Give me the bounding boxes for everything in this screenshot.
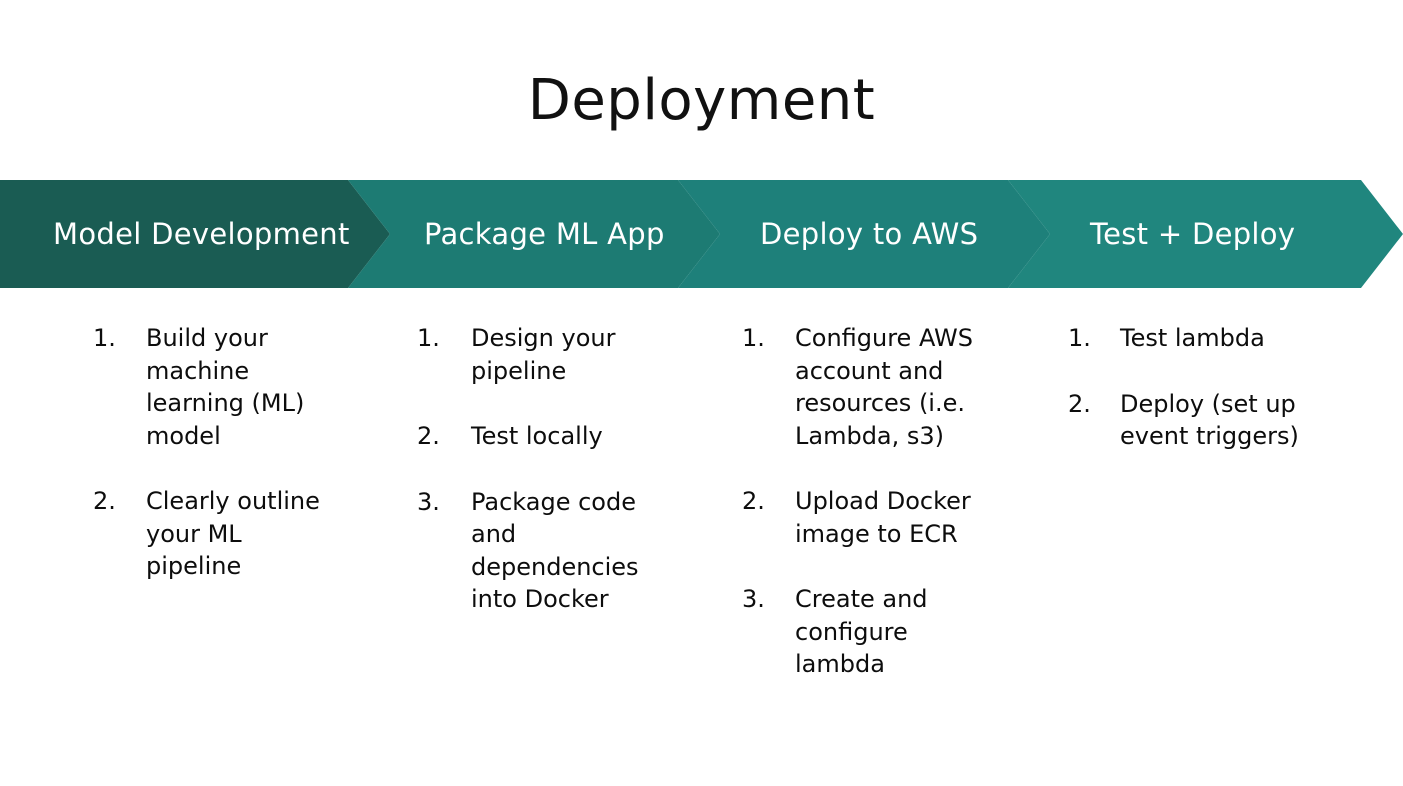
- list-item-text: Build your machine learning (ML) model: [146, 324, 305, 450]
- process-band: Model Development Package ML App Deploy …: [0, 180, 1403, 288]
- list-item-number: 1.: [93, 324, 116, 352]
- list-item: 1. Design your pipeline: [417, 322, 697, 387]
- list-item-text: Package code and dependencies into Docke…: [471, 487, 639, 614]
- step-columns: 1. Build your machine learning (ML) mode…: [0, 322, 1403, 762]
- list-item-text: Create and configure lambda: [795, 585, 928, 678]
- list-item-text: Deploy (set up event triggers): [1120, 389, 1299, 451]
- process-step-1-label: Model Development: [53, 217, 350, 251]
- process-step-3-label: Deploy to AWS: [760, 217, 979, 251]
- process-step-2[interactable]: Package ML App: [348, 180, 720, 288]
- list-item: 3. Package code and dependencies into Do…: [417, 486, 697, 616]
- list-item-text: Design your pipeline: [471, 324, 616, 385]
- step-column-deploy-to-aws: 1. Configure AWS account and resources (…: [742, 322, 1022, 714]
- list-item-text: Test locally: [471, 422, 603, 450]
- process-step-3[interactable]: Deploy to AWS: [678, 180, 1050, 288]
- process-step-4[interactable]: Test + Deploy: [1008, 180, 1403, 288]
- list-item-number: 1.: [1068, 324, 1091, 352]
- list-item: 3. Create and configure lambda: [742, 583, 1022, 681]
- list-item-text: Test lambda: [1120, 324, 1265, 352]
- process-step-1[interactable]: Model Development: [0, 180, 390, 288]
- list-item-number: 2.: [93, 487, 116, 515]
- list-item-text: Upload Docker image to ECR: [795, 487, 971, 548]
- step-column-model-development: 1. Build your machine learning (ML) mode…: [93, 322, 393, 616]
- list-item-number: 2.: [742, 487, 765, 515]
- list-item-text: Clearly outline your ML pipeline: [146, 487, 320, 580]
- page-title: Deployment: [527, 68, 876, 133]
- list-item: 1. Configure AWS account and resources (…: [742, 322, 1022, 452]
- list-item-number: 3.: [742, 585, 765, 613]
- list-item: 2. Clearly outline your ML pipeline: [93, 485, 393, 583]
- list-item-number: 3.: [417, 487, 440, 516]
- process-step-2-label: Package ML App: [424, 217, 665, 251]
- process-step-4-label: Test + Deploy: [1090, 217, 1296, 251]
- list-item-number: 2.: [1068, 389, 1091, 418]
- step-column-test-deploy: 1. Test lambda 2. Deploy (set up event t…: [1068, 322, 1368, 486]
- list-item: 2. Upload Docker image to ECR: [742, 485, 1022, 550]
- list-item: 1. Build your machine learning (ML) mode…: [93, 322, 393, 452]
- step-column-package-ml-app: 1. Design your pipeline 2. Test locally …: [417, 322, 697, 649]
- list-item-text: Configure AWS account and resources (i.e…: [795, 324, 974, 450]
- list-item: 2. Deploy (set up event triggers): [1068, 388, 1368, 453]
- list-item-number: 2.: [417, 422, 440, 450]
- list-item: 2. Test locally: [417, 420, 697, 453]
- list-item: 1. Test lambda: [1068, 322, 1368, 355]
- list-item-number: 1.: [417, 324, 440, 352]
- list-item-number: 1.: [742, 324, 765, 352]
